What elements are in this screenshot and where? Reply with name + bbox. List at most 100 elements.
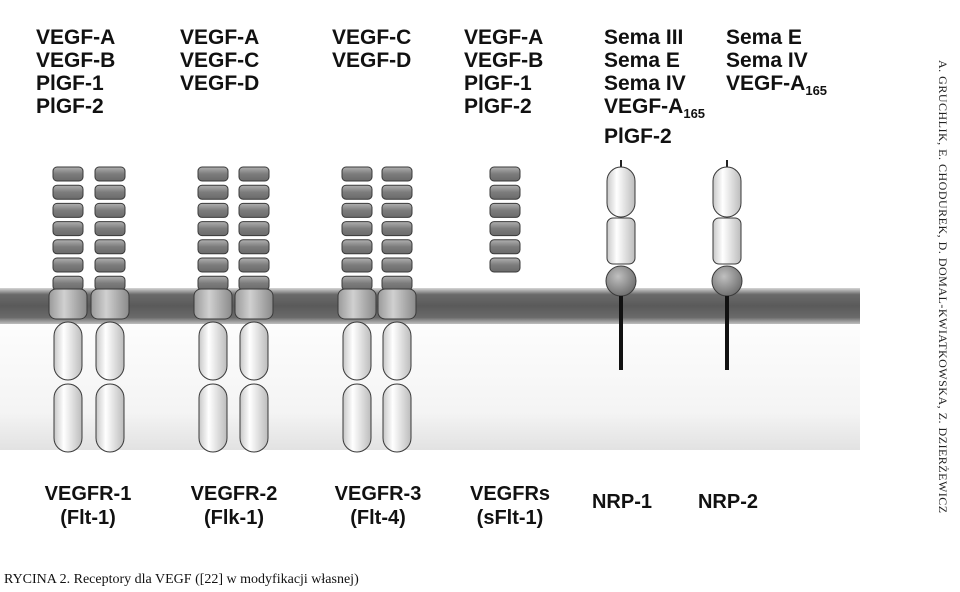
ig-like-domain bbox=[381, 257, 413, 273]
ligand-label: VEGF-A bbox=[464, 26, 544, 49]
ligand-group-vegfr3: VEGF-C VEGF-D bbox=[332, 26, 411, 72]
ig-like-domain bbox=[197, 257, 229, 273]
receptor-name: VEGFR-1 bbox=[44, 483, 132, 505]
tyrosine-kinase-domain bbox=[95, 383, 125, 453]
mam-domain bbox=[605, 265, 637, 297]
ig-like-domain bbox=[197, 275, 229, 291]
tyrosine-kinase-domain bbox=[382, 383, 412, 453]
fv-viii-domain bbox=[712, 217, 742, 265]
ig-like-domain bbox=[238, 257, 270, 273]
running-header: 562 A. GRUCHLIK, E. CHODUREK, D. DOMAL-K… bbox=[936, 0, 960, 560]
ligand-label: VEGF-B bbox=[36, 49, 116, 72]
ligand-group-nrp2: Sema E Sema IV VEGF-A165 bbox=[726, 26, 827, 102]
ligand-group-vegfrs: VEGF-A VEGF-B PlGF-1 PlGF-2 bbox=[464, 26, 543, 118]
tyrosine-kinase-domain bbox=[342, 383, 372, 453]
ig-like-domain bbox=[197, 184, 229, 200]
ligand-group-nrp1: Sema III Sema E Sema IV VEGF-A165 PlGF-2 bbox=[604, 26, 705, 148]
cub-domain bbox=[606, 166, 636, 218]
ig-like-domain bbox=[238, 184, 270, 200]
ligand-group-vegfr1: VEGF-A VEGF-B PlGF-1 PlGF-2 bbox=[36, 26, 115, 118]
ligand-label: VEGF-A bbox=[180, 26, 260, 49]
mam-domain bbox=[711, 265, 743, 297]
ig-like-domain bbox=[489, 202, 521, 218]
ig-like-domain bbox=[381, 166, 413, 182]
receptor-label-vegfr1: VEGFR-1 (Flt-1) bbox=[36, 482, 140, 530]
subscript: 165 bbox=[805, 83, 828, 98]
receptor-alias: (Flt-1) bbox=[60, 507, 116, 529]
receptor-name: VEGFR-2 bbox=[190, 483, 278, 505]
ligand-label: VEGF-A165 bbox=[726, 72, 828, 98]
ig-like-domain bbox=[52, 275, 84, 291]
ligand-label: PlGF-1 bbox=[36, 72, 104, 95]
ligand-label: Sema IV bbox=[604, 72, 686, 95]
transmembrane-domain bbox=[234, 288, 274, 320]
ligand-label: VEGF-D bbox=[332, 49, 412, 72]
receptor-label-vegfr3: VEGFR-3 (Flt-4) bbox=[326, 482, 430, 530]
receptor-label-nrp2: NRP-2 bbox=[688, 490, 768, 514]
ligand-label: VEGF-D bbox=[180, 72, 260, 95]
ig-like-domain bbox=[94, 202, 126, 218]
tyrosine-kinase-domain bbox=[198, 321, 228, 381]
ig-like-domain bbox=[94, 166, 126, 182]
ig-like-domain bbox=[489, 257, 521, 273]
tyrosine-kinase-domain bbox=[342, 321, 372, 381]
figure-caption: RYCINA 2. Receptory dla VEGF ([22] w mod… bbox=[4, 572, 359, 587]
ligand-label: VEGF-A bbox=[36, 26, 116, 49]
receptor-diagram bbox=[0, 160, 860, 453]
ligand-label: PlGF-1 bbox=[464, 72, 532, 95]
fv-viii-domain bbox=[606, 217, 636, 265]
ligand-label: Sema III bbox=[604, 26, 684, 49]
tyrosine-kinase-domain bbox=[53, 383, 83, 453]
ig-like-domain bbox=[52, 184, 84, 200]
cell-membrane bbox=[0, 288, 860, 324]
ig-like-domain bbox=[341, 184, 373, 200]
ig-like-domain bbox=[381, 275, 413, 291]
transmembrane-domain bbox=[193, 288, 233, 320]
ig-like-domain bbox=[94, 221, 126, 237]
receptor-alias: (sFlt-1) bbox=[476, 507, 544, 529]
ligand-label: VEGF-A165 bbox=[604, 95, 706, 121]
ig-like-domain bbox=[238, 275, 270, 291]
ligand-label: PlGF-2 bbox=[36, 95, 104, 118]
ig-like-domain bbox=[52, 166, 84, 182]
transmembrane-domain bbox=[337, 288, 377, 320]
author-list: A. GRUCHLIK, E. CHODUREK, D. DOMAL-KWIAT… bbox=[936, 60, 950, 514]
ligand-label: VEGF-C bbox=[180, 49, 260, 72]
ig-like-domain bbox=[489, 166, 521, 182]
ig-like-domain bbox=[381, 239, 413, 255]
receptor-name: VEGFR-3 bbox=[334, 483, 422, 505]
ig-like-domain bbox=[489, 239, 521, 255]
ig-like-domain bbox=[341, 221, 373, 237]
ligand-group-vegfr2: VEGF-A VEGF-C VEGF-D bbox=[180, 26, 259, 95]
ig-like-domain bbox=[94, 257, 126, 273]
ligand-label: Sema E bbox=[726, 26, 802, 49]
tyrosine-kinase-domain bbox=[239, 321, 269, 381]
ig-like-domain bbox=[94, 239, 126, 255]
receptor-name: NRP-1 bbox=[591, 491, 652, 513]
ligand-label: Sema E bbox=[604, 49, 680, 72]
subscript: 165 bbox=[683, 106, 706, 121]
ig-like-domain bbox=[197, 166, 229, 182]
ig-like-domain bbox=[381, 221, 413, 237]
receptor-name: NRP-2 bbox=[697, 491, 758, 513]
receptor-alias: (Flt-4) bbox=[350, 507, 406, 529]
ig-like-domain bbox=[94, 275, 126, 291]
ig-like-domain bbox=[238, 239, 270, 255]
tyrosine-kinase-domain bbox=[382, 321, 412, 381]
ig-like-domain bbox=[238, 221, 270, 237]
ligand-label: PlGF-2 bbox=[604, 125, 672, 148]
ig-like-domain bbox=[341, 202, 373, 218]
ig-like-domain bbox=[341, 257, 373, 273]
receptors-layer bbox=[48, 160, 743, 453]
tyrosine-kinase-domain bbox=[53, 321, 83, 381]
transmembrane-domain bbox=[377, 288, 417, 320]
cytoplasm-background bbox=[0, 300, 860, 450]
ig-like-domain bbox=[341, 239, 373, 255]
receptor-name: VEGFRs bbox=[469, 483, 551, 505]
transmembrane-domain bbox=[90, 288, 130, 320]
ig-like-domain bbox=[489, 221, 521, 237]
cub-domain bbox=[712, 166, 742, 218]
ig-like-domain bbox=[381, 184, 413, 200]
tyrosine-kinase-domain bbox=[95, 321, 125, 381]
tyrosine-kinase-domain bbox=[239, 383, 269, 453]
